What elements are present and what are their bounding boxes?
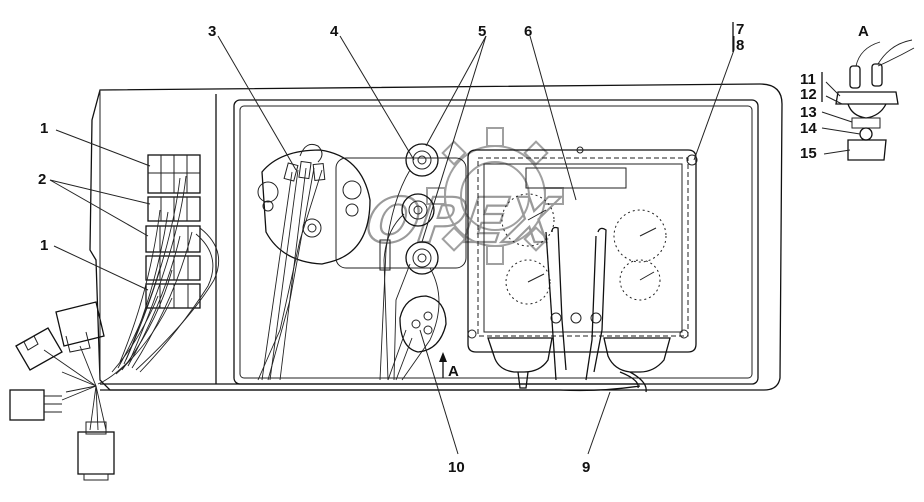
callout-11: 11 — [800, 71, 816, 88]
switch-wiring — [97, 175, 220, 385]
diagnostic-connector — [387, 295, 447, 381]
callout-7: 7 — [736, 21, 744, 38]
leader-lines — [49, 35, 861, 455]
plug-connector-bottom — [77, 421, 115, 481]
lamp-bracket — [335, 157, 467, 269]
round-gauge — [257, 143, 371, 381]
callout-1-top: 1 — [40, 120, 48, 137]
callout-8: 8 — [736, 37, 744, 54]
callout-3: 3 — [208, 23, 216, 40]
switch-block-bottom — [145, 283, 201, 309]
arrow-up-icon — [439, 352, 447, 378]
watermark: OPEX — [361, 127, 564, 265]
switch-block-upper — [147, 196, 201, 222]
switch-block-top — [147, 154, 201, 194]
plug-connector-left — [9, 389, 62, 421]
indicator-lamp-top — [405, 143, 439, 177]
switch-block-lower — [145, 255, 201, 281]
callout-6: 6 — [524, 23, 532, 40]
callout-14: 14 — [800, 120, 817, 137]
callout-1-bottom: 1 — [40, 237, 48, 254]
watermark-text: OPEX — [362, 184, 563, 257]
callout-10: 10 — [448, 459, 465, 476]
callouts: 1 2 1 3 4 5 6 7 8 9 10 A A 11 12 13 14 1… — [38, 21, 869, 476]
plug-connector-middle — [15, 327, 63, 371]
lamp-wiring — [379, 169, 440, 381]
indicator-lamp-middle — [401, 193, 435, 227]
callout-2: 2 — [38, 171, 46, 188]
view-a-arrow-label: A — [448, 363, 459, 380]
dashboard-panel-outline — [89, 83, 783, 391]
instrument-recess-inner — [239, 105, 753, 379]
callout-13: 13 — [800, 104, 817, 121]
callout-12: 12 — [800, 86, 817, 103]
view-a-title: A — [858, 23, 869, 40]
callout-4: 4 — [330, 23, 339, 40]
main-harness — [43, 345, 641, 431]
callout-15: 15 — [800, 145, 817, 162]
detail-view-a — [835, 39, 915, 161]
callout-9: 9 — [582, 459, 590, 476]
callout-5: 5 — [478, 23, 486, 40]
plug-connector-top — [55, 301, 105, 353]
cluster-harness — [487, 226, 671, 393]
